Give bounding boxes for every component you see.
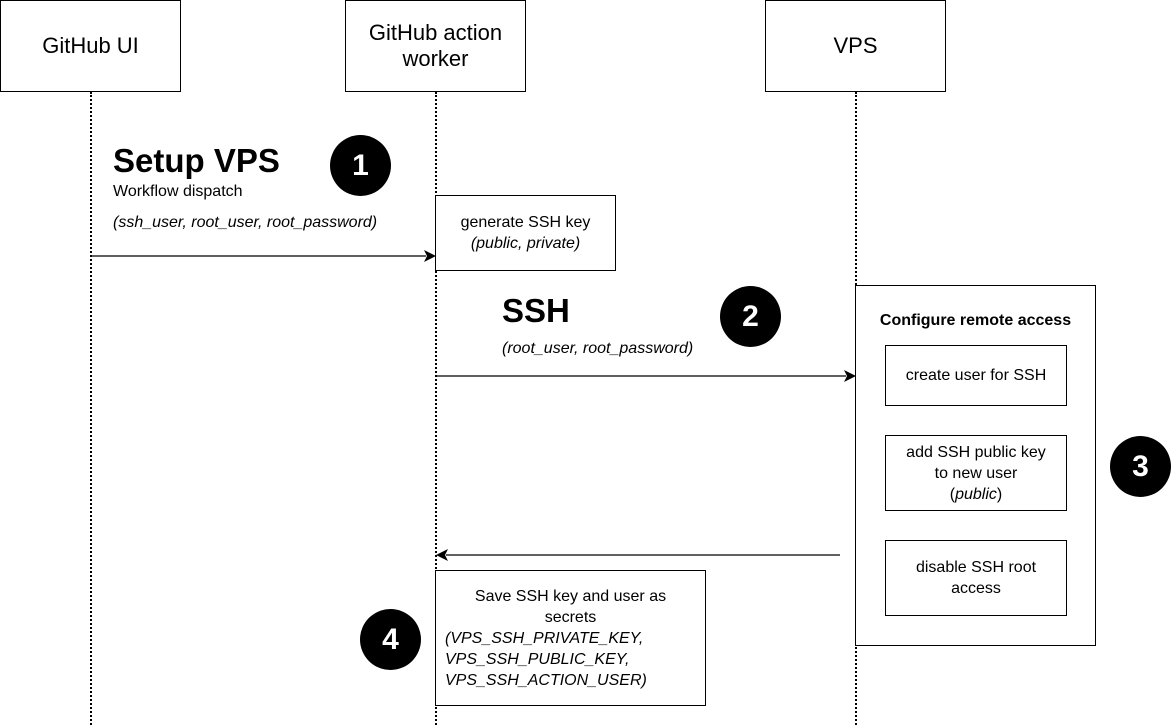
ssh-arrow: [436, 370, 856, 382]
worker-label-line2: worker: [402, 46, 469, 71]
add-public-key-box: add SSH public key to new user (public): [885, 435, 1067, 511]
vps-label: VPS: [833, 33, 878, 58]
step2-params: (root_user, root_password): [502, 340, 694, 357]
step1-badge: 1: [330, 135, 391, 196]
generate-ssh-key-text: generate SSH key: [460, 214, 591, 231]
add-key-line2: to new user: [934, 464, 1018, 482]
generate-ssh-key-params: (public, private): [470, 235, 581, 252]
github-ui-actor: GitHub UI: [0, 0, 181, 92]
vps-actor: VPS: [765, 0, 946, 92]
github-ui-lifeline: [90, 92, 92, 725]
return-arrow: [436, 549, 840, 561]
disable-root-line2: access: [951, 580, 1001, 597]
save-secrets-box: Save SSH key and user as secrets (VPS_SS…: [435, 570, 706, 706]
save-secrets-line1: Save SSH key and user as: [474, 587, 667, 605]
create-user-box: create user for SSH: [885, 345, 1067, 406]
add-key-paren-close: ): [996, 485, 1003, 503]
create-user-text: create user for SSH: [905, 367, 1047, 384]
worker-label-line1: GitHub action: [368, 20, 503, 45]
step4-badge: 4: [360, 609, 421, 670]
save-secrets-key3: VPS_SSH_ACTION_USER): [445, 671, 647, 689]
github-ui-label: GitHub UI: [42, 33, 139, 58]
add-key-paren-open: (: [949, 485, 956, 503]
step1-title: Setup VPS: [113, 142, 280, 179]
step2-title: SSH: [502, 292, 570, 329]
save-secrets-key1: (VPS_SSH_PRIVATE_KEY,: [445, 629, 644, 647]
generate-ssh-key-box: generate SSH key (public, private): [435, 195, 616, 271]
disable-root-line1: disable SSH root: [915, 559, 1037, 576]
add-key-line3: (public): [950, 484, 1002, 505]
step2-badge: 2: [720, 286, 781, 347]
step1-params: (ssh_user, root_user, root_password): [113, 214, 378, 231]
add-key-public-word: public: [955, 485, 997, 503]
save-secrets-key2: VPS_SSH_PUBLIC_KEY,: [445, 650, 630, 668]
save-secrets-line2: secrets: [544, 608, 597, 626]
worker-lifeline: [435, 92, 437, 725]
worker-actor: GitHub action worker: [345, 0, 526, 92]
configure-remote-access-title: Configure remote access: [879, 312, 1072, 329]
step3-badge: 3: [1110, 436, 1171, 497]
disable-root-box: disable SSH root access: [885, 540, 1067, 616]
workflow-dispatch-arrow: [91, 250, 436, 262]
step1-subtitle: Workflow dispatch: [113, 183, 243, 200]
add-key-line1: add SSH public key: [906, 443, 1046, 461]
